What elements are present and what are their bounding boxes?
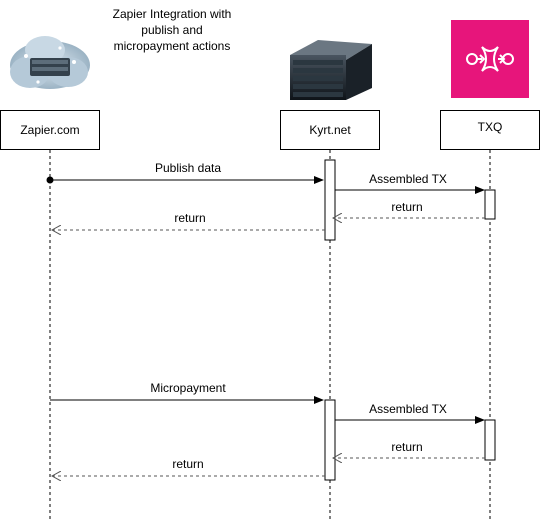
message-label-assembled-tx-2: Assembled TX [369,402,447,416]
participant-label: Kyrt.net [309,123,351,137]
message-label-return-4: return [172,457,204,471]
title-line: micropayment actions [113,39,231,53]
cloud-server-icon [10,36,90,89]
message-label-assembled-tx-1: Assembled TX [369,172,447,186]
participant-label: Zapier.com [20,123,80,137]
server-rack-icon [290,40,372,100]
title-line: Zapier Integration with [112,7,232,21]
participant-txq: TXQ [440,110,540,150]
activation-kyrt-1 [324,159,336,241]
participant-label: TXQ [477,120,503,134]
diagram-title: Zapier Integration with publish and micr… [86,6,258,54]
queue-service-icon [451,20,529,98]
message-label-return-2: return [174,211,206,225]
activation-txq-2 [484,419,496,461]
message-label-return-1: return [391,200,423,214]
activation-kyrt-2 [324,399,336,481]
participant-kyrt: Kyrt.net [280,110,380,150]
message-label-return-3: return [391,440,423,454]
activation-txq-1 [484,189,496,220]
message-label-publish-data: Publish data [154,161,222,175]
message-label-micropayment: Micropayment [150,381,226,395]
participant-zapier: Zapier.com [0,110,100,150]
title-line: publish and [141,23,203,37]
